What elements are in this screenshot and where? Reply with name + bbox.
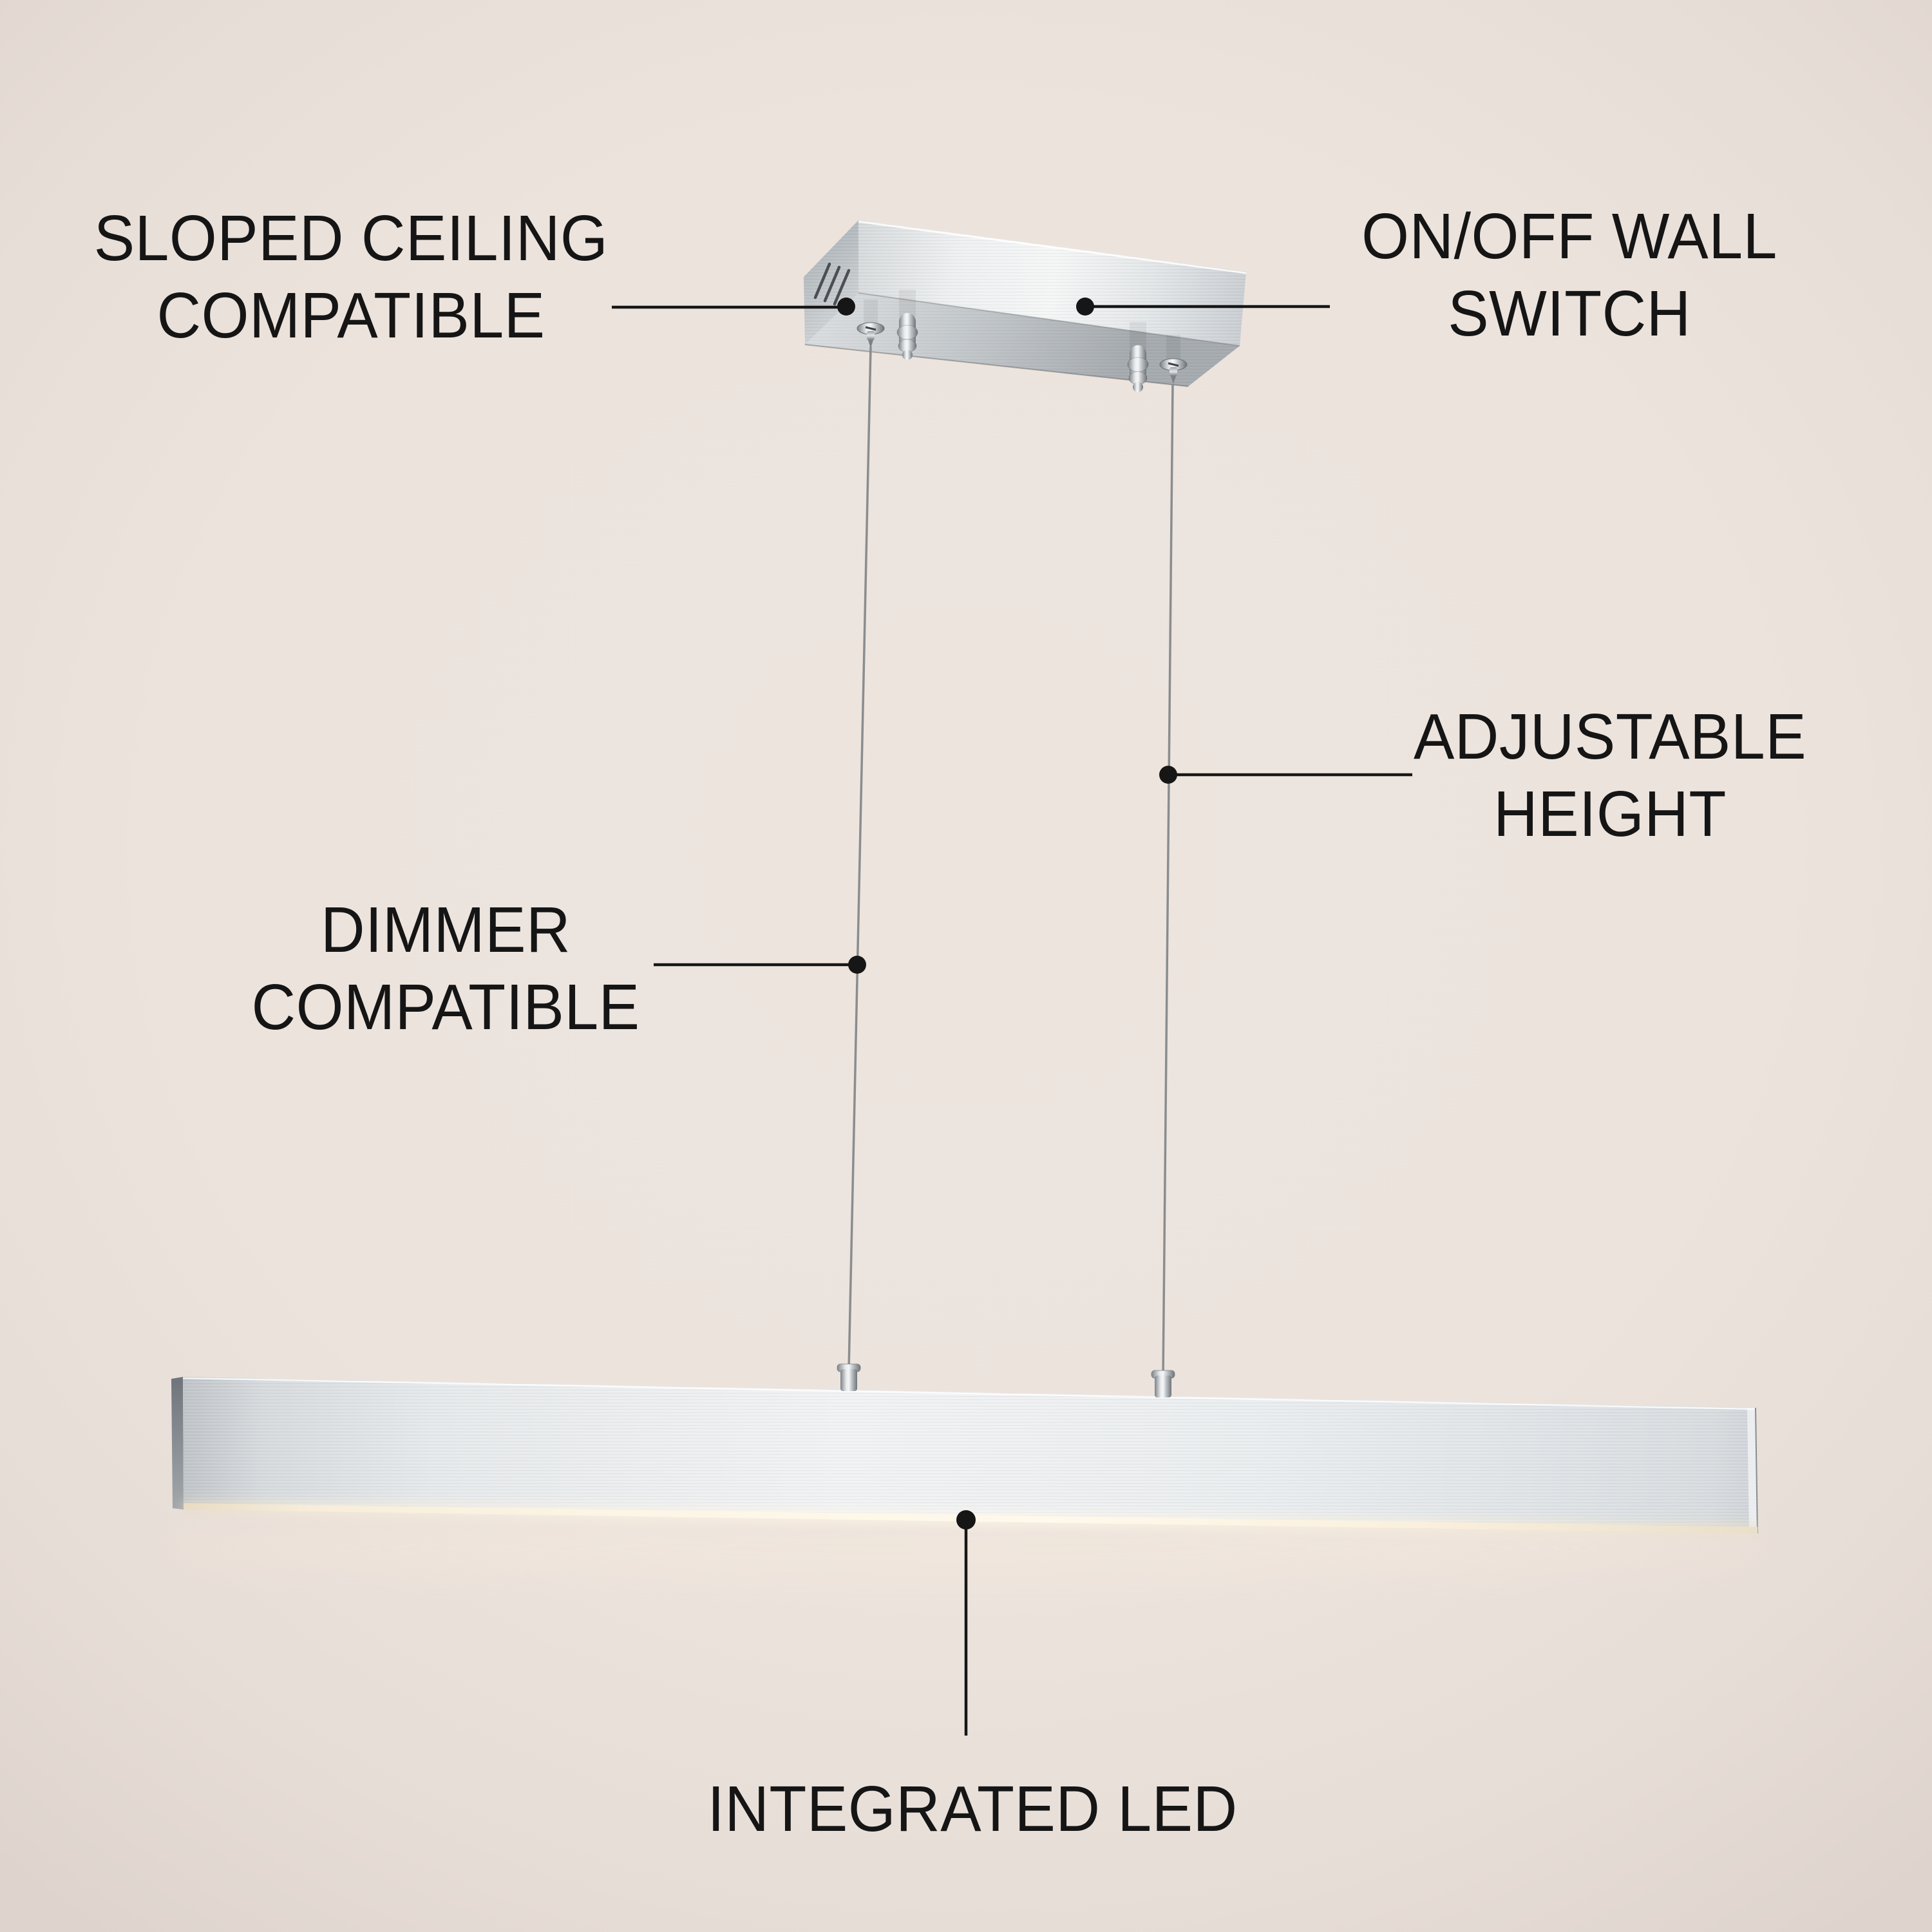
label-line: INTEGRATED LED — [707, 1773, 1238, 1845]
bar-top-highlight — [182, 1377, 1756, 1410]
canopy-vent-slits — [813, 262, 851, 306]
label-dimmer-compatible: DIMMER COMPATIBLE — [251, 891, 639, 1046]
callout-dot-integrated-led — [956, 1510, 976, 1530]
cable-connector-right — [1151, 1370, 1175, 1397]
label-integrated-led: INTEGRATED LED — [707, 1770, 1237, 1848]
suspension-cable-left — [848, 346, 872, 1371]
callout-dot-on-off-switch — [1076, 298, 1094, 316]
label-line: SLOPED CEILING — [93, 202, 609, 274]
cable-connector-left — [837, 1363, 861, 1391]
adjuster-knob-right — [1127, 322, 1149, 392]
adjuster-knob-left — [896, 290, 918, 360]
callout-dot-adjustable-height — [1159, 766, 1177, 784]
label-line: DIMMER — [320, 894, 571, 966]
cable-gland-left — [857, 299, 885, 348]
callout-dot-sloped-ceiling — [837, 298, 855, 316]
label-line: SWITCH — [1448, 278, 1691, 350]
label-sloped-ceiling-compatible: SLOPED CEILING COMPATIBLE — [94, 200, 609, 354]
canopy-front-face-brush — [858, 220, 1246, 346]
bar-front-face-brush — [183, 1377, 1757, 1533]
label-adjustable-height: ADJUSTABLE HEIGHT — [1414, 698, 1806, 853]
canopy-top-highlight — [858, 220, 1247, 274]
label-line: ON/OFF WALL — [1361, 200, 1777, 272]
canopy-ridge-line — [858, 292, 1240, 346]
bar-left-end-cap — [171, 1377, 184, 1510]
canopy-left-face-brush — [804, 220, 858, 345]
bar-right-edge-highlight — [1747, 1408, 1757, 1533]
ceiling-canopy — [804, 220, 1247, 392]
label-line: COMPATIBLE — [251, 971, 640, 1043]
canopy-bottom-edge — [804, 344, 1189, 387]
suspension-cable-right — [1162, 383, 1174, 1379]
label-line: ADJUSTABLE — [1413, 701, 1807, 773]
callout-dot-dimmer — [848, 956, 866, 974]
callouts — [612, 298, 1412, 1736]
cable-gland-right — [1159, 335, 1188, 384]
bar-right-edge — [1755, 1407, 1758, 1534]
label-line: HEIGHT — [1493, 778, 1727, 850]
label-on-off-wall-switch: ON/OFF WALL SWITCH — [1361, 198, 1777, 352]
label-line: COMPATIBLE — [156, 279, 545, 352]
